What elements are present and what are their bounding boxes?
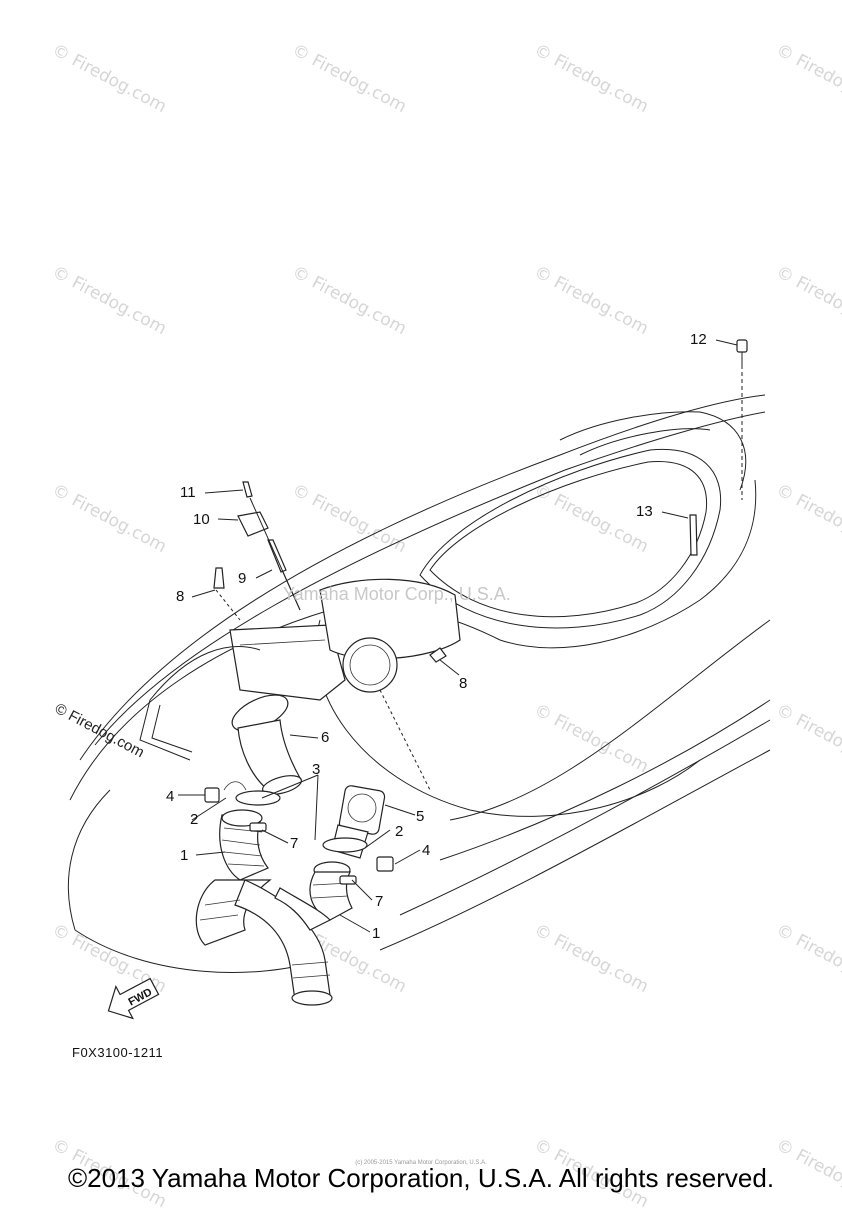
callout-11: 11 (180, 484, 196, 501)
callout-7a: 7 (290, 835, 298, 852)
callout-labels: 12 11 10 9 8 13 8 6 3 5 4 2 2 4 7 1 7 1 (166, 331, 707, 942)
vent-duct-6 (231, 694, 303, 795)
leader-lines (178, 339, 738, 933)
fwd-arrow: FWD (107, 977, 160, 1020)
callout-9: 9 (238, 570, 246, 587)
callout-4b: 4 (422, 842, 430, 859)
callout-1b: 1 (372, 925, 380, 942)
copyright-small: (c) 2005-2015 Yamaha Motor Corporation, … (355, 1160, 487, 1166)
front-console (139, 578, 461, 761)
callout-7b: 7 (375, 893, 383, 910)
copyright-notice: ©2013 Yamaha Motor Corporation, U.S.A. A… (67, 1163, 775, 1193)
callout-1a: 1 (180, 847, 188, 864)
hull-outline (67, 394, 771, 973)
callout-6: 6 (321, 729, 329, 746)
callout-13: 13 (636, 503, 653, 520)
callout-2b: 2 (395, 823, 403, 840)
clamps (223, 781, 368, 853)
diagram-code: F0X3100-1211 (72, 1045, 164, 1060)
center-watermark: Yamaha Motor Corp., U.S.A. (283, 584, 511, 604)
fasteners (213, 481, 447, 791)
callout-5: 5 (416, 808, 424, 825)
callout-10: 10 (193, 511, 210, 528)
callout-3: 3 (312, 761, 320, 778)
callout-8b: 8 (459, 675, 467, 692)
callout-2a: 2 (190, 811, 198, 828)
callout-4a: 4 (166, 788, 174, 805)
parts-4 (204, 787, 394, 872)
callout-12: 12 (690, 331, 707, 348)
duct-1-right (274, 861, 357, 931)
parts-12-13 (689, 339, 748, 556)
callout-8a: 8 (176, 588, 184, 605)
